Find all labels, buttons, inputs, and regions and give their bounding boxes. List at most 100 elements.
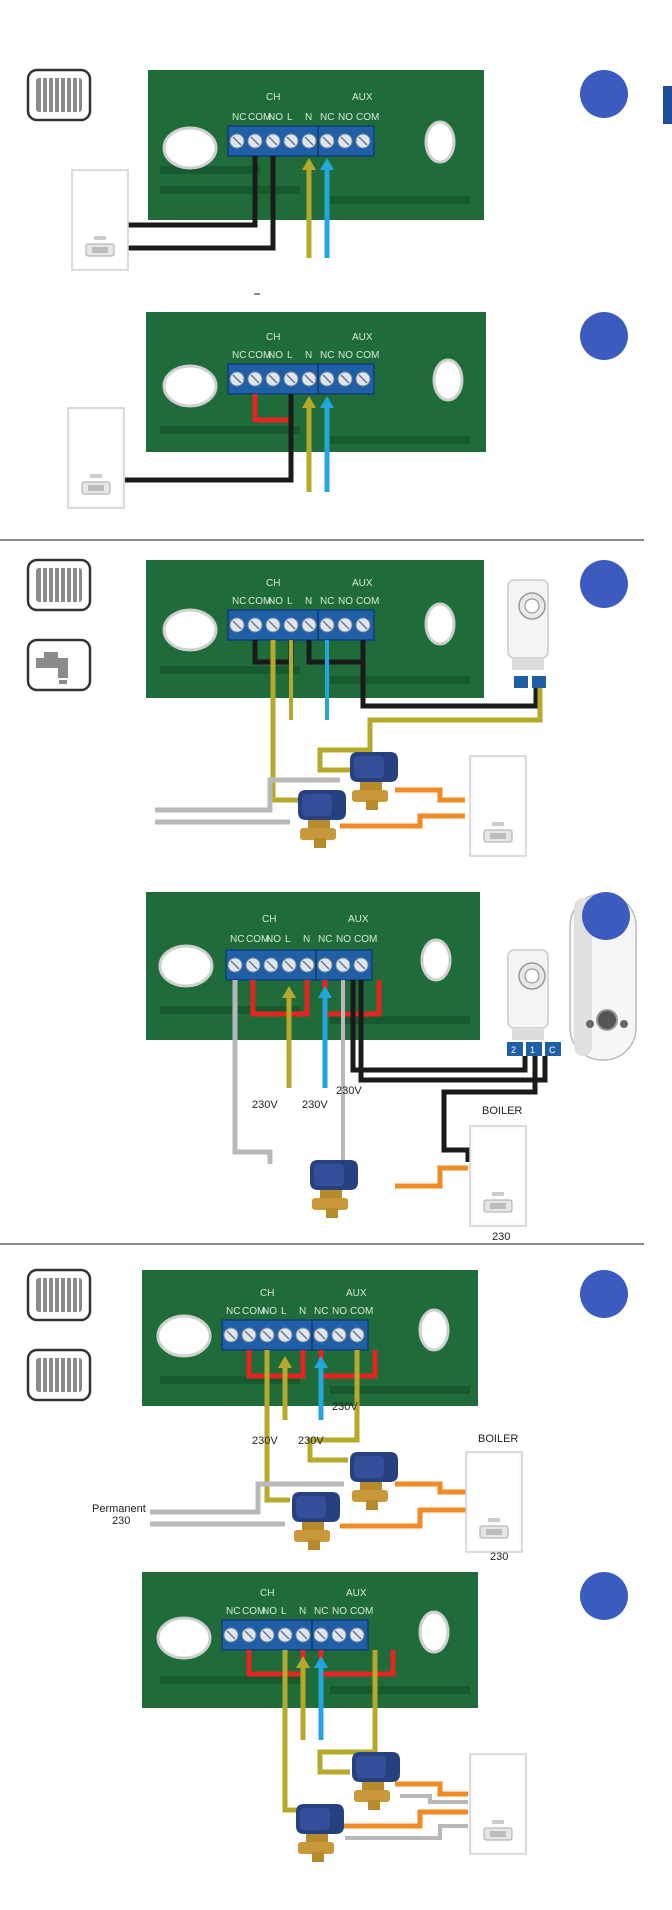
svg-text:AUX: AUX [346, 1288, 367, 1299]
svg-text:L: L [285, 934, 291, 945]
svg-text:L: L [287, 112, 293, 123]
mounting-hole [420, 1612, 448, 1652]
mounting-hole [434, 360, 462, 400]
svg-text:NO: NO [262, 1306, 277, 1317]
label-230v: 230V [298, 1435, 324, 1447]
water-tap-icon [28, 640, 90, 690]
label-230v: 230V [336, 1085, 362, 1097]
boiler-title: BOILER [478, 1433, 518, 1445]
svg-text:N: N [305, 596, 312, 607]
svg-text:CH: CH [262, 914, 276, 925]
boiler-title: BOILER [482, 1105, 522, 1117]
svg-text:NO: NO [262, 1606, 277, 1617]
svg-text:AUX: AUX [352, 332, 373, 343]
radiator-icon [28, 1270, 90, 1320]
mounting-hole [158, 1618, 210, 1658]
svg-text:C: C [549, 1045, 556, 1055]
thermostat-terminals: 2 1 C [507, 1042, 561, 1056]
svg-text:L: L [281, 1306, 287, 1317]
svg-text:NO: NO [332, 1606, 347, 1617]
boiler-caption: 230 [490, 1551, 508, 1563]
mounting-hole [422, 940, 450, 980]
svg-text:NC: NC [232, 112, 246, 123]
svg-text:CH: CH [266, 578, 280, 589]
svg-text:NC: NC [226, 1606, 240, 1617]
svg-text:L: L [281, 1606, 287, 1617]
svg-text:2: 2 [511, 1045, 516, 1055]
svg-text:NO: NO [268, 112, 283, 123]
step-circle-5 [580, 1270, 628, 1318]
terminal-block [222, 1620, 368, 1650]
radiator-icon [28, 560, 90, 610]
label-230v: 230V [252, 1099, 278, 1111]
svg-text:N: N [305, 350, 312, 361]
svg-text:NC: NC [318, 934, 332, 945]
svg-text:N: N [299, 1606, 306, 1617]
diagram-1: CH AUX NC COM NO L N NC NO COM [28, 70, 628, 294]
label-230v: 230V [252, 1435, 278, 1447]
mounting-hole [158, 1316, 210, 1356]
mounting-hole [426, 122, 454, 162]
svg-text:L: L [287, 596, 293, 607]
svg-text:NO: NO [336, 934, 351, 945]
group-label-aux: AUX [352, 92, 373, 103]
permanent-label: Permanent [92, 1503, 146, 1515]
cylinder-thermostat-icon [508, 580, 548, 670]
zone-valve-icon [298, 790, 346, 848]
mounting-hole [164, 366, 216, 406]
svg-text:NO: NO [266, 934, 281, 945]
svg-text:NO: NO [338, 350, 353, 361]
boiler-icon [470, 756, 526, 856]
diagram-4: CH AUX NC COM NO L N NC NO COM 2 [146, 892, 636, 1243]
boiler-caption: 230 [492, 1231, 510, 1243]
diagram-6: CH AUX NC COM NO L N NC NO COM [142, 1572, 628, 1862]
mounting-hole [160, 946, 212, 986]
step-circle-4 [582, 892, 630, 940]
svg-text:NC: NC [314, 1306, 328, 1317]
label-230v: 230V [332, 1401, 358, 1413]
svg-text:COM: COM [350, 1306, 373, 1317]
svg-text:NO: NO [332, 1306, 347, 1317]
boiler-icon [466, 1452, 522, 1552]
svg-text:COM: COM [356, 596, 379, 607]
zone-valve-icon [350, 1452, 398, 1510]
radiator-icon [28, 70, 90, 120]
diagram-3: CH AUX NC COM NO L N NC NO COM [28, 560, 628, 856]
svg-text:NO: NO [268, 350, 283, 361]
svg-text:NC: NC [314, 1606, 328, 1617]
boiler-icon [470, 1126, 526, 1226]
svg-text:NO: NO [338, 112, 353, 123]
zone-valve-icon [310, 1160, 358, 1218]
mounting-hole [420, 1310, 448, 1350]
boiler-icon [72, 170, 128, 270]
svg-text:AUX: AUX [352, 578, 373, 589]
svg-text:COM: COM [356, 112, 379, 123]
zone-valve-icon [296, 1804, 344, 1862]
svg-text:AUX: AUX [348, 914, 369, 925]
svg-text:NC: NC [320, 350, 334, 361]
svg-text:CH: CH [260, 1288, 274, 1299]
step-circle-1 [580, 70, 628, 118]
zone-valve-icon [292, 1492, 340, 1550]
terminal-block [228, 364, 374, 394]
svg-text:NC: NC [230, 934, 244, 945]
zone-valve-icon [352, 1752, 400, 1810]
zone-valve-icon [350, 752, 398, 810]
svg-text:COM: COM [356, 350, 379, 361]
boiler-icon [68, 408, 124, 508]
terminal-block [228, 126, 374, 156]
svg-text:N: N [305, 112, 312, 123]
svg-text:AUX: AUX [346, 1588, 367, 1599]
svg-text:COM: COM [350, 1606, 373, 1617]
radiator-icon [28, 1350, 90, 1400]
step-circle-2 [580, 312, 628, 360]
terminal-block [226, 950, 372, 980]
diagram-2: CH AUX NC COM NO L N NC NO COM [68, 312, 628, 508]
terminal-block [228, 610, 374, 640]
mounting-hole [426, 604, 454, 644]
svg-text:1: 1 [530, 1045, 535, 1055]
boiler-icon [470, 1754, 526, 1854]
svg-text:NC: NC [226, 1306, 240, 1317]
svg-text:NC: NC [232, 350, 246, 361]
